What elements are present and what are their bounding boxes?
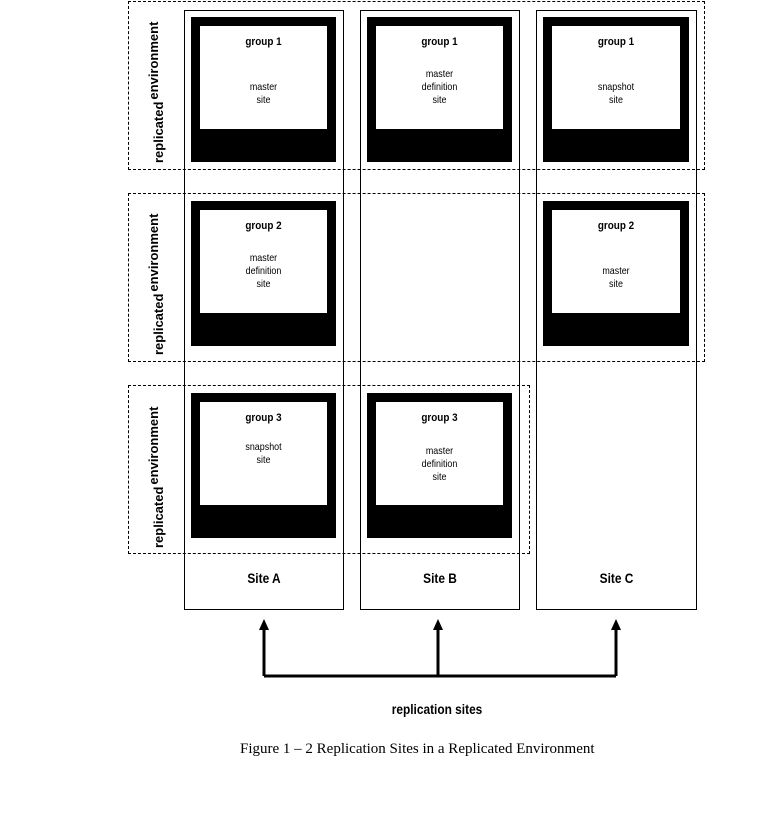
role-line: site (432, 471, 447, 483)
role-line: site (609, 278, 623, 290)
role-line: snapshot (597, 81, 635, 93)
arrowhead-a-icon (259, 619, 269, 630)
group-panel: group 1 master definition site (376, 26, 503, 129)
group-box-site-a-group-1: group 1 master site (191, 17, 336, 162)
site-label-b: Site B (423, 570, 457, 586)
group-title: group 2 (245, 220, 282, 232)
group-panel: group 1 snapshot site (552, 26, 680, 129)
replication-sites-label: replication sites (391, 701, 483, 717)
group-box-site-c-group-2: group 2 master site (543, 201, 689, 346)
group-panel: group 2 master site (552, 210, 680, 313)
role-line: definition (421, 458, 458, 470)
arrowhead-b-icon (433, 619, 443, 630)
group-title: group 3 (421, 412, 458, 424)
arrowhead-c-icon (611, 619, 621, 630)
role-line: master (249, 252, 278, 264)
group-role: snapshot site (562, 81, 671, 107)
site-column-c: Site C (536, 10, 697, 610)
role-line: site (256, 278, 271, 290)
group-title: group 3 (245, 412, 282, 424)
group-box-site-c-group-1: group 1 snapshot site (543, 17, 689, 162)
group-box-site-a-group-2: group 2 master definition site (191, 201, 336, 346)
group-title: group 2 (597, 220, 635, 232)
group-title: group 1 (245, 36, 282, 48)
group-box-site-a-group-3: group 3 snapshot site (191, 393, 336, 538)
group-box-site-b-group-3: group 3 master definition site (367, 393, 512, 538)
group-panel: group 3 snapshot site (200, 402, 327, 505)
site-label-a: Site A (247, 570, 281, 586)
group-role: snapshot site (210, 441, 318, 467)
group-role: master definition site (386, 68, 494, 107)
group-panel: group 1 master site (200, 26, 327, 129)
role-line: site (432, 94, 447, 106)
role-line: definition (421, 81, 458, 93)
role-line: site (609, 94, 623, 106)
group-title: group 1 (421, 36, 458, 48)
role-line: master (425, 445, 454, 457)
group-role: master definition site (210, 252, 318, 291)
role-line: site (256, 454, 271, 466)
group-box-site-b-group-1: group 1 master definition site (367, 17, 512, 162)
site-column-a: Site A (184, 10, 344, 610)
replicated-environment-1 (128, 1, 705, 170)
group-panel: group 3 master definition site (376, 402, 503, 505)
group-role: master site (210, 81, 318, 107)
group-role: master definition site (386, 445, 494, 484)
role-line: snapshot (245, 441, 282, 453)
role-line: master (249, 81, 278, 93)
replicated-environment-3 (128, 385, 530, 554)
site-column-b: Site B (360, 10, 520, 610)
role-line: definition (245, 265, 282, 277)
group-role: master site (562, 265, 671, 291)
role-line: master (602, 265, 630, 277)
site-label-c: Site C (599, 570, 634, 586)
group-panel: group 2 master definition site (200, 210, 327, 313)
replicated-environment-2 (128, 193, 705, 362)
figure-caption: Figure 1 – 2 Replication Sites in a Repl… (240, 741, 595, 757)
group-title: group 1 (597, 36, 635, 48)
role-line: master (425, 68, 454, 80)
role-line: site (256, 94, 271, 106)
